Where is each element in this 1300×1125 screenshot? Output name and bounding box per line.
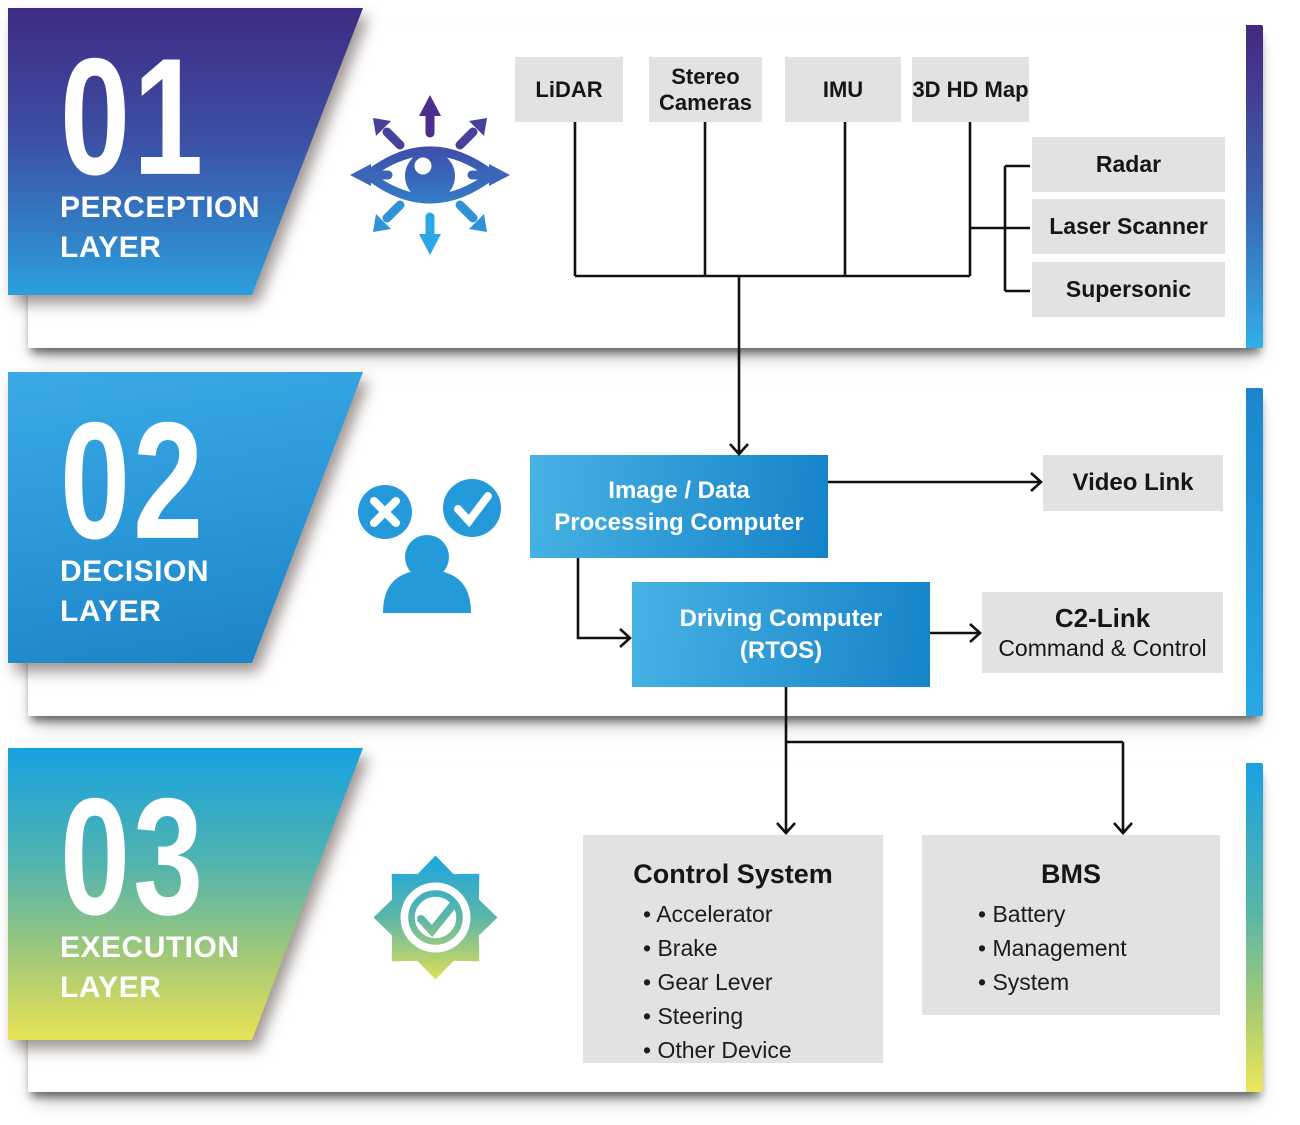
execution-gear-check-icon — [373, 855, 498, 980]
cross-mark — [370, 497, 400, 527]
list-item: Other Device — [643, 1037, 791, 1064]
perception-accent-strip — [1246, 25, 1263, 348]
control-system-list: Accelerator Brake Gear Lever Steering Ot… — [643, 901, 792, 1064]
layer-number: 01 — [60, 23, 207, 210]
decision-layer-badge: 02 DECISION LAYER — [8, 372, 363, 663]
image-data-processing-computer-box: Image / Data Processing Computer — [530, 455, 828, 558]
list-item: Gear Lever — [643, 969, 792, 996]
bms-box: BMS Battery Management System — [922, 835, 1220, 1015]
control-system-title: Control System — [633, 859, 833, 889]
check-mark — [417, 901, 457, 938]
sensor-box-laser-scanner: Laser Scanner — [1032, 199, 1225, 254]
execution-layer-badge: 03 EXECUTION LAYER — [8, 748, 363, 1040]
decision-accent-strip — [1246, 388, 1263, 716]
execution-accent-strip — [1246, 763, 1263, 1092]
sensor-box-imu: IMU — [785, 57, 901, 122]
sensor-box-lidar: LiDAR — [515, 57, 623, 122]
list-item: Management — [978, 935, 1126, 962]
list-item: Brake — [643, 935, 792, 962]
c2-link-box: C2-Link Command & Control — [982, 592, 1223, 673]
eye-with-arrows-icon — [350, 95, 510, 255]
list-item: Battery — [978, 901, 1127, 928]
sensor-box-stereo-cameras: Stereo Cameras — [649, 57, 762, 122]
driving-computer-rtos-box: Driving Computer (RTOS) — [632, 582, 930, 687]
layer-title: DECISION LAYER — [60, 555, 210, 628]
decision-person-icon — [358, 479, 501, 613]
bms-list: Battery Management System — [978, 901, 1127, 996]
layer-title: EXECUTION LAYER — [60, 931, 240, 1004]
video-link-box: Video Link — [1043, 455, 1223, 511]
list-item: System — [978, 969, 1127, 996]
layer-number: 02 — [60, 387, 207, 574]
list-item: Accelerator — [643, 901, 792, 928]
sensor-box-supersonic: Supersonic — [1032, 262, 1225, 317]
layer-number: 03 — [60, 763, 207, 950]
perception-layer-badge: 01 PERCEPTION LAYER — [8, 8, 363, 295]
sensor-box-radar: Radar — [1032, 137, 1225, 192]
c2-link-subtitle: Command & Control — [998, 634, 1207, 661]
c2-link-title: C2-Link — [1054, 602, 1151, 633]
control-system-box: Control System Accelerator Brake Gear Le… — [583, 835, 883, 1063]
sensor-box-3d-hd-map: 3D HD Map — [912, 57, 1029, 122]
bms-title: BMS — [1041, 859, 1101, 889]
check-mark — [454, 492, 492, 528]
layer-title: PERCEPTION LAYER — [60, 191, 261, 264]
list-item: Steering — [643, 1003, 792, 1030]
